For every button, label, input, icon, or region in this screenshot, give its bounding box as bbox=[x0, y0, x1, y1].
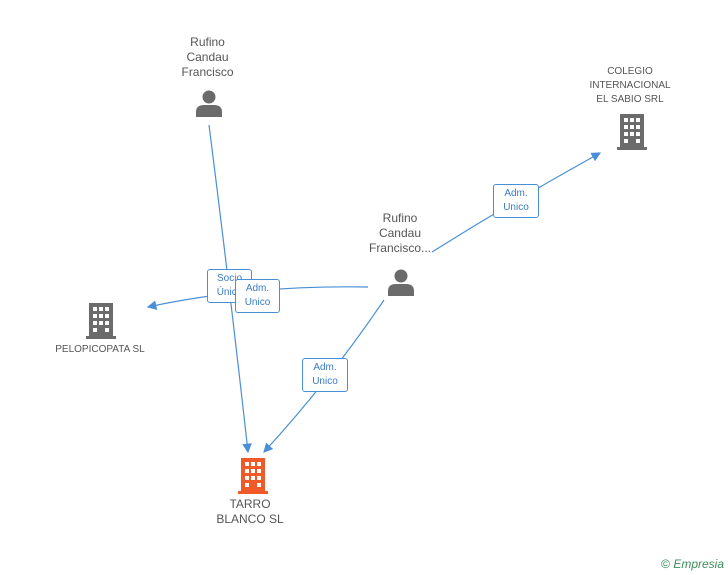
edge-label-adm-unico[interactable]: Adm. Unico bbox=[302, 358, 348, 392]
label-line: Único bbox=[216, 287, 243, 298]
label-line: Rufino bbox=[382, 211, 418, 225]
person-label[interactable]: Rufino Candau Francisco bbox=[160, 35, 255, 80]
label-line: Unico bbox=[312, 376, 338, 387]
building-icon[interactable] bbox=[238, 458, 268, 494]
label-line: Candau bbox=[186, 50, 229, 64]
person-label[interactable]: Rufino Candau Francisco... bbox=[355, 211, 445, 256]
company-label[interactable]: PELOPICOPATA SL bbox=[40, 343, 160, 357]
label-line: Unico bbox=[503, 202, 529, 213]
label-line: EL SABIO SRL bbox=[596, 94, 664, 105]
label-line: BLANCO SL bbox=[216, 512, 284, 526]
building-icon[interactable] bbox=[86, 303, 116, 339]
label-line: Adm. bbox=[245, 283, 270, 294]
label-line: Francisco... bbox=[368, 241, 431, 255]
label-line: PELOPICOPATA SL bbox=[55, 344, 145, 355]
person-icon[interactable] bbox=[387, 268, 415, 296]
label-line: Socio bbox=[216, 273, 242, 284]
label-line: Francisco bbox=[181, 65, 234, 79]
label-line: Adm. bbox=[313, 362, 337, 373]
edge-label-adm-unico[interactable]: Adm. Unico bbox=[493, 184, 539, 218]
label-line: Adm. bbox=[504, 188, 528, 199]
label-line: Rufino bbox=[190, 35, 225, 49]
person-icon[interactable] bbox=[195, 89, 223, 117]
company-label[interactable]: COLEGIO INTERNACIONAL EL SABIO SRL bbox=[575, 65, 685, 107]
label-line: INTERNACIONAL bbox=[589, 80, 671, 91]
building-icon[interactable] bbox=[617, 114, 647, 150]
company-label[interactable]: TARRO BLANCO SL bbox=[205, 497, 295, 527]
label-line: Candau bbox=[378, 226, 422, 240]
copyright-symbol: © bbox=[661, 557, 670, 571]
brand-logo: © Empresia bbox=[661, 557, 724, 571]
label-line: COLEGIO bbox=[607, 66, 653, 77]
label-line: TARRO bbox=[229, 497, 271, 511]
brand-name: Empresia bbox=[673, 557, 724, 571]
edge-label-adm-unico[interactable]: Adm. Unico bbox=[235, 279, 280, 313]
label-line: Unico bbox=[244, 297, 271, 308]
